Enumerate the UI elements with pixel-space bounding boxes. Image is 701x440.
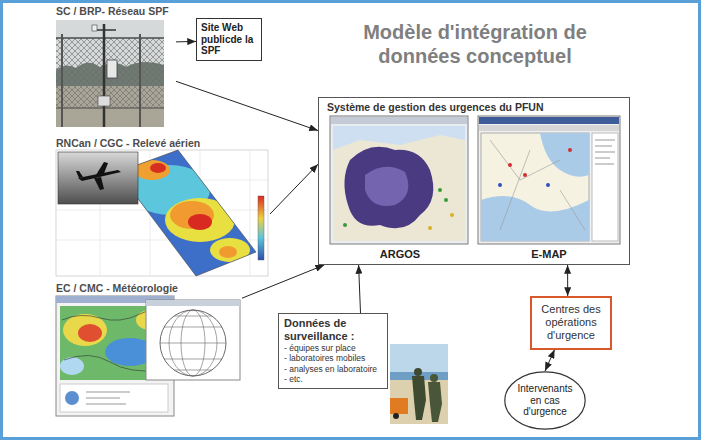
argos-screen (330, 116, 468, 244)
screen-panel: E-MAP (476, 114, 622, 260)
source-photo: RNCan / CGC - Relevé aérien (56, 137, 270, 277)
connector-arrow (176, 81, 318, 130)
connector-arrow (545, 350, 555, 371)
system-box: Système de gestion des urgences du PFUN A… (318, 97, 630, 265)
node-heading: Centres des opérations d'urgence (536, 303, 606, 343)
node-heading: ARGOS (380, 248, 420, 260)
node-heading: EC / CMC - Météorologie (56, 282, 242, 295)
node-heading: Système de gestion des urgences du PFUN (319, 98, 629, 116)
source-photo: SC / BRP- Réseau SPF (56, 5, 176, 128)
connector-arrow (567, 265, 568, 296)
node-heading: Site Web publicde la SPF (201, 22, 257, 57)
station-photo (56, 20, 164, 127)
connector-arrow (359, 265, 361, 313)
weather-screens (56, 296, 240, 416)
data-box: Données de surveillance :- équipes sur p… (278, 313, 388, 389)
connector-arrow (176, 41, 196, 43)
node-heading: Données de surveillance : (284, 317, 382, 342)
node-heading: SC / BRP- Réseau SPF (56, 5, 176, 18)
web-box: Site Web publicde la SPF (196, 18, 262, 61)
aerial-survey-map (56, 148, 268, 278)
list-item: - analyses en laboratoire (284, 364, 382, 374)
screen-panel: ARGOS (328, 114, 472, 260)
source-photo: EC / CMC - Météorologie (56, 282, 242, 417)
diagram-title: Modèle d'intégration de données conceptu… (340, 20, 610, 68)
emap-screen (478, 116, 620, 244)
ops-centre-box: Centres des opérations d'urgence (530, 296, 612, 350)
field-team-photo (390, 344, 448, 424)
list-item: - laboratoires mobiles (284, 353, 382, 363)
connector-arrow (242, 265, 324, 298)
node-heading: RNCan / CGC - Relevé aérien (56, 137, 270, 150)
ellipse-shape (505, 372, 585, 429)
connector-arrow (270, 164, 318, 214)
node-heading: Intervenants en cas d'urgence (515, 383, 575, 418)
list-item: - etc. (284, 374, 382, 384)
list-item: - équipes sur place (284, 343, 382, 353)
responder-ellipse: Intervenants en cas d'urgence (504, 371, 586, 430)
node-heading: E-MAP (531, 248, 566, 260)
